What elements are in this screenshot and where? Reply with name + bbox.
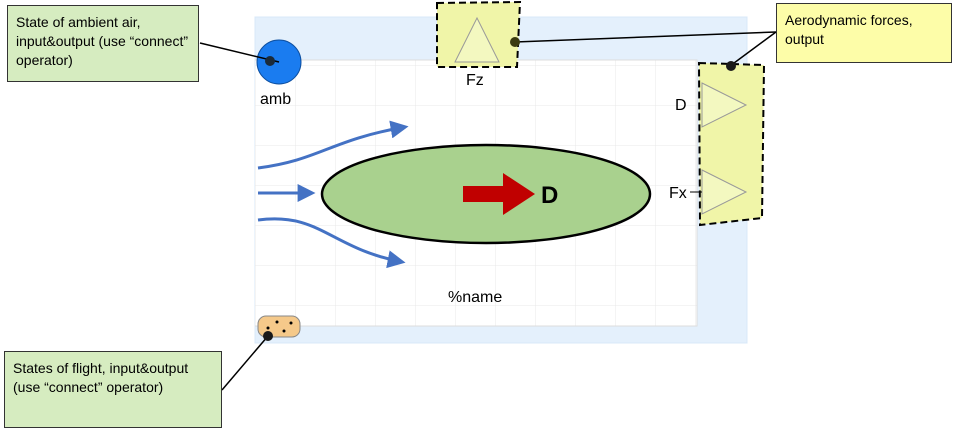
flow-arrow-bottom xyxy=(257,217,406,269)
flight-callout: States of flight, input&output (use “con… xyxy=(4,351,222,428)
flow-arrow-top xyxy=(257,120,409,170)
flight-callout-text: States of flight, input&output (use “con… xyxy=(13,360,189,395)
ambient-leader-dot xyxy=(265,56,275,66)
fx-port-label: Fx xyxy=(669,185,687,202)
ambient-callout-text: State of ambient air, input&output (use … xyxy=(16,14,188,68)
d-port-label: D xyxy=(675,97,687,114)
ambient-callout: State of ambient air, input&output (use … xyxy=(7,5,199,82)
block-name-label: %name xyxy=(448,289,502,306)
drag-label: D xyxy=(541,182,558,209)
flight-leader-line xyxy=(221,335,269,391)
aero-leader-dot-fz xyxy=(510,37,520,47)
flight-leader-dot xyxy=(263,331,273,341)
aero-callout: Aerodynamic forces, output xyxy=(776,3,952,63)
amb-port-label: amb xyxy=(260,91,291,108)
fz-port-triangle[interactable] xyxy=(454,16,500,63)
flight-port-dot xyxy=(266,326,270,330)
aero-leader-line-d xyxy=(729,31,777,67)
aero-callout-text: Aerodynamic forces, output xyxy=(785,12,913,47)
d-port-triangle[interactable] xyxy=(701,82,748,128)
flight-port-dot xyxy=(275,320,279,324)
flight-port-dot xyxy=(289,321,293,325)
aero-leader-line-fz xyxy=(514,31,777,43)
drag-arrow xyxy=(463,173,535,215)
aero-leader-dot-d xyxy=(726,61,736,71)
flight-port-dot xyxy=(282,329,286,333)
fz-port-label: Fz xyxy=(466,72,484,89)
